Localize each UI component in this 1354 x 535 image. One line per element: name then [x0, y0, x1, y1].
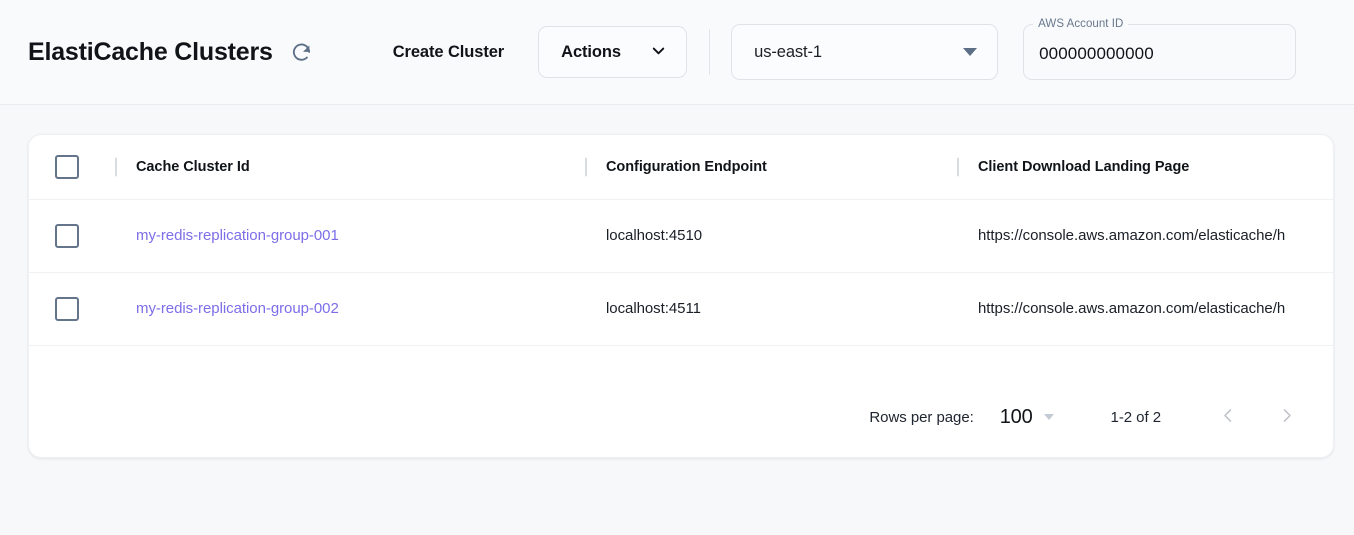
select-all-checkbox[interactable] [55, 154, 79, 179]
clusters-card: Cache Cluster Id Configuration Endpoint [28, 134, 1334, 458]
caret-down-icon [1043, 414, 1054, 420]
table-header-configuration-endpoint[interactable]: Configuration Endpoint [585, 135, 957, 200]
table-body: my-redis-replication-group-001 localhost… [29, 199, 1333, 346]
row-cache-cluster-id-cell: my-redis-replication-group-001 [115, 199, 585, 273]
row-checkbox[interactable] [55, 296, 79, 321]
table-header-client-download-landing-page[interactable]: Client Download Landing Page [957, 135, 1333, 200]
row-client-download-landing-page-cell: https://console.aws.amazon.com/elasticac… [957, 199, 1333, 273]
column-label-configuration-endpoint: Configuration Endpoint [606, 158, 767, 175]
refresh-icon [290, 41, 313, 64]
aws-account-id-field[interactable]: AWS Account ID [1023, 18, 1297, 80]
rows-per-page-value: 100 [999, 405, 1033, 428]
client-download-landing-page-value: https://console.aws.amazon.com/elasticac… [978, 227, 1286, 244]
rows-per-page-label: Rows per page: [869, 408, 974, 426]
row-cache-cluster-id-cell: my-redis-replication-group-002 [115, 272, 585, 346]
previous-page-button[interactable] [1209, 398, 1247, 436]
table-head: Cache Cluster Id Configuration Endpoint [29, 135, 1333, 200]
table-scroll-container[interactable]: Cache Cluster Id Configuration Endpoint [29, 135, 1333, 377]
client-download-landing-page-value: https://console.aws.amazon.com/elasticac… [978, 300, 1286, 317]
column-label-client-download-landing-page: Client Download Landing Page [978, 158, 1190, 175]
row-client-download-landing-page-cell: https://console.aws.amazon.com/elasticac… [957, 272, 1333, 346]
cluster-id-link[interactable]: my-redis-replication-group-001 [136, 226, 339, 244]
clusters-table: Cache Cluster Id Configuration Endpoint [29, 135, 1333, 346]
row-select-cell [29, 199, 115, 273]
table-row[interactable]: my-redis-replication-group-002 localhost… [29, 272, 1333, 346]
configuration-endpoint-value: localhost:4510 [606, 227, 703, 244]
row-checkbox[interactable] [55, 223, 79, 248]
cluster-id-link[interactable]: my-redis-replication-group-002 [136, 299, 339, 317]
page-header: ElastiCache Clusters Create Cluster Acti… [0, 0, 1354, 105]
aws-account-id-input[interactable] [1023, 24, 1297, 80]
header-divider [709, 29, 711, 75]
chevron-left-icon [1219, 406, 1238, 428]
row-select-cell [29, 272, 115, 346]
refresh-icon-button[interactable] [287, 37, 317, 67]
row-configuration-endpoint-cell: localhost:4510 [585, 199, 957, 273]
caret-down-icon [963, 48, 978, 56]
table-header-cache-cluster-id[interactable]: Cache Cluster Id [115, 135, 585, 200]
next-page-button[interactable] [1267, 398, 1305, 436]
table-header-select [29, 135, 115, 200]
table-pagination: Rows per page: 100 1-2 of 2 [29, 377, 1333, 457]
chevron-right-icon [1277, 406, 1296, 428]
region-select[interactable]: us-east-1 [731, 24, 999, 80]
main-content: Cache Cluster Id Configuration Endpoint [0, 105, 1354, 535]
title-group: ElastiCache Clusters [28, 37, 317, 67]
actions-button[interactable]: Actions [538, 26, 688, 78]
pagination-range-label: 1-2 of 2 [1110, 408, 1162, 426]
chevron-down-icon [649, 41, 668, 63]
table-row[interactable]: my-redis-replication-group-001 localhost… [29, 199, 1333, 273]
row-configuration-endpoint-cell: localhost:4511 [585, 272, 957, 346]
region-select-value: us-east-1 [754, 42, 823, 61]
actions-button-label: Actions [561, 42, 621, 61]
table-header-row: Cache Cluster Id Configuration Endpoint [29, 135, 1333, 200]
rows-per-page-select[interactable]: 100 [1000, 406, 1054, 429]
page-title: ElastiCache Clusters [28, 37, 273, 66]
configuration-endpoint-value: localhost:4511 [606, 300, 701, 317]
create-cluster-button[interactable]: Create Cluster [392, 42, 505, 61]
column-label-cache-cluster-id: Cache Cluster Id [136, 158, 250, 175]
